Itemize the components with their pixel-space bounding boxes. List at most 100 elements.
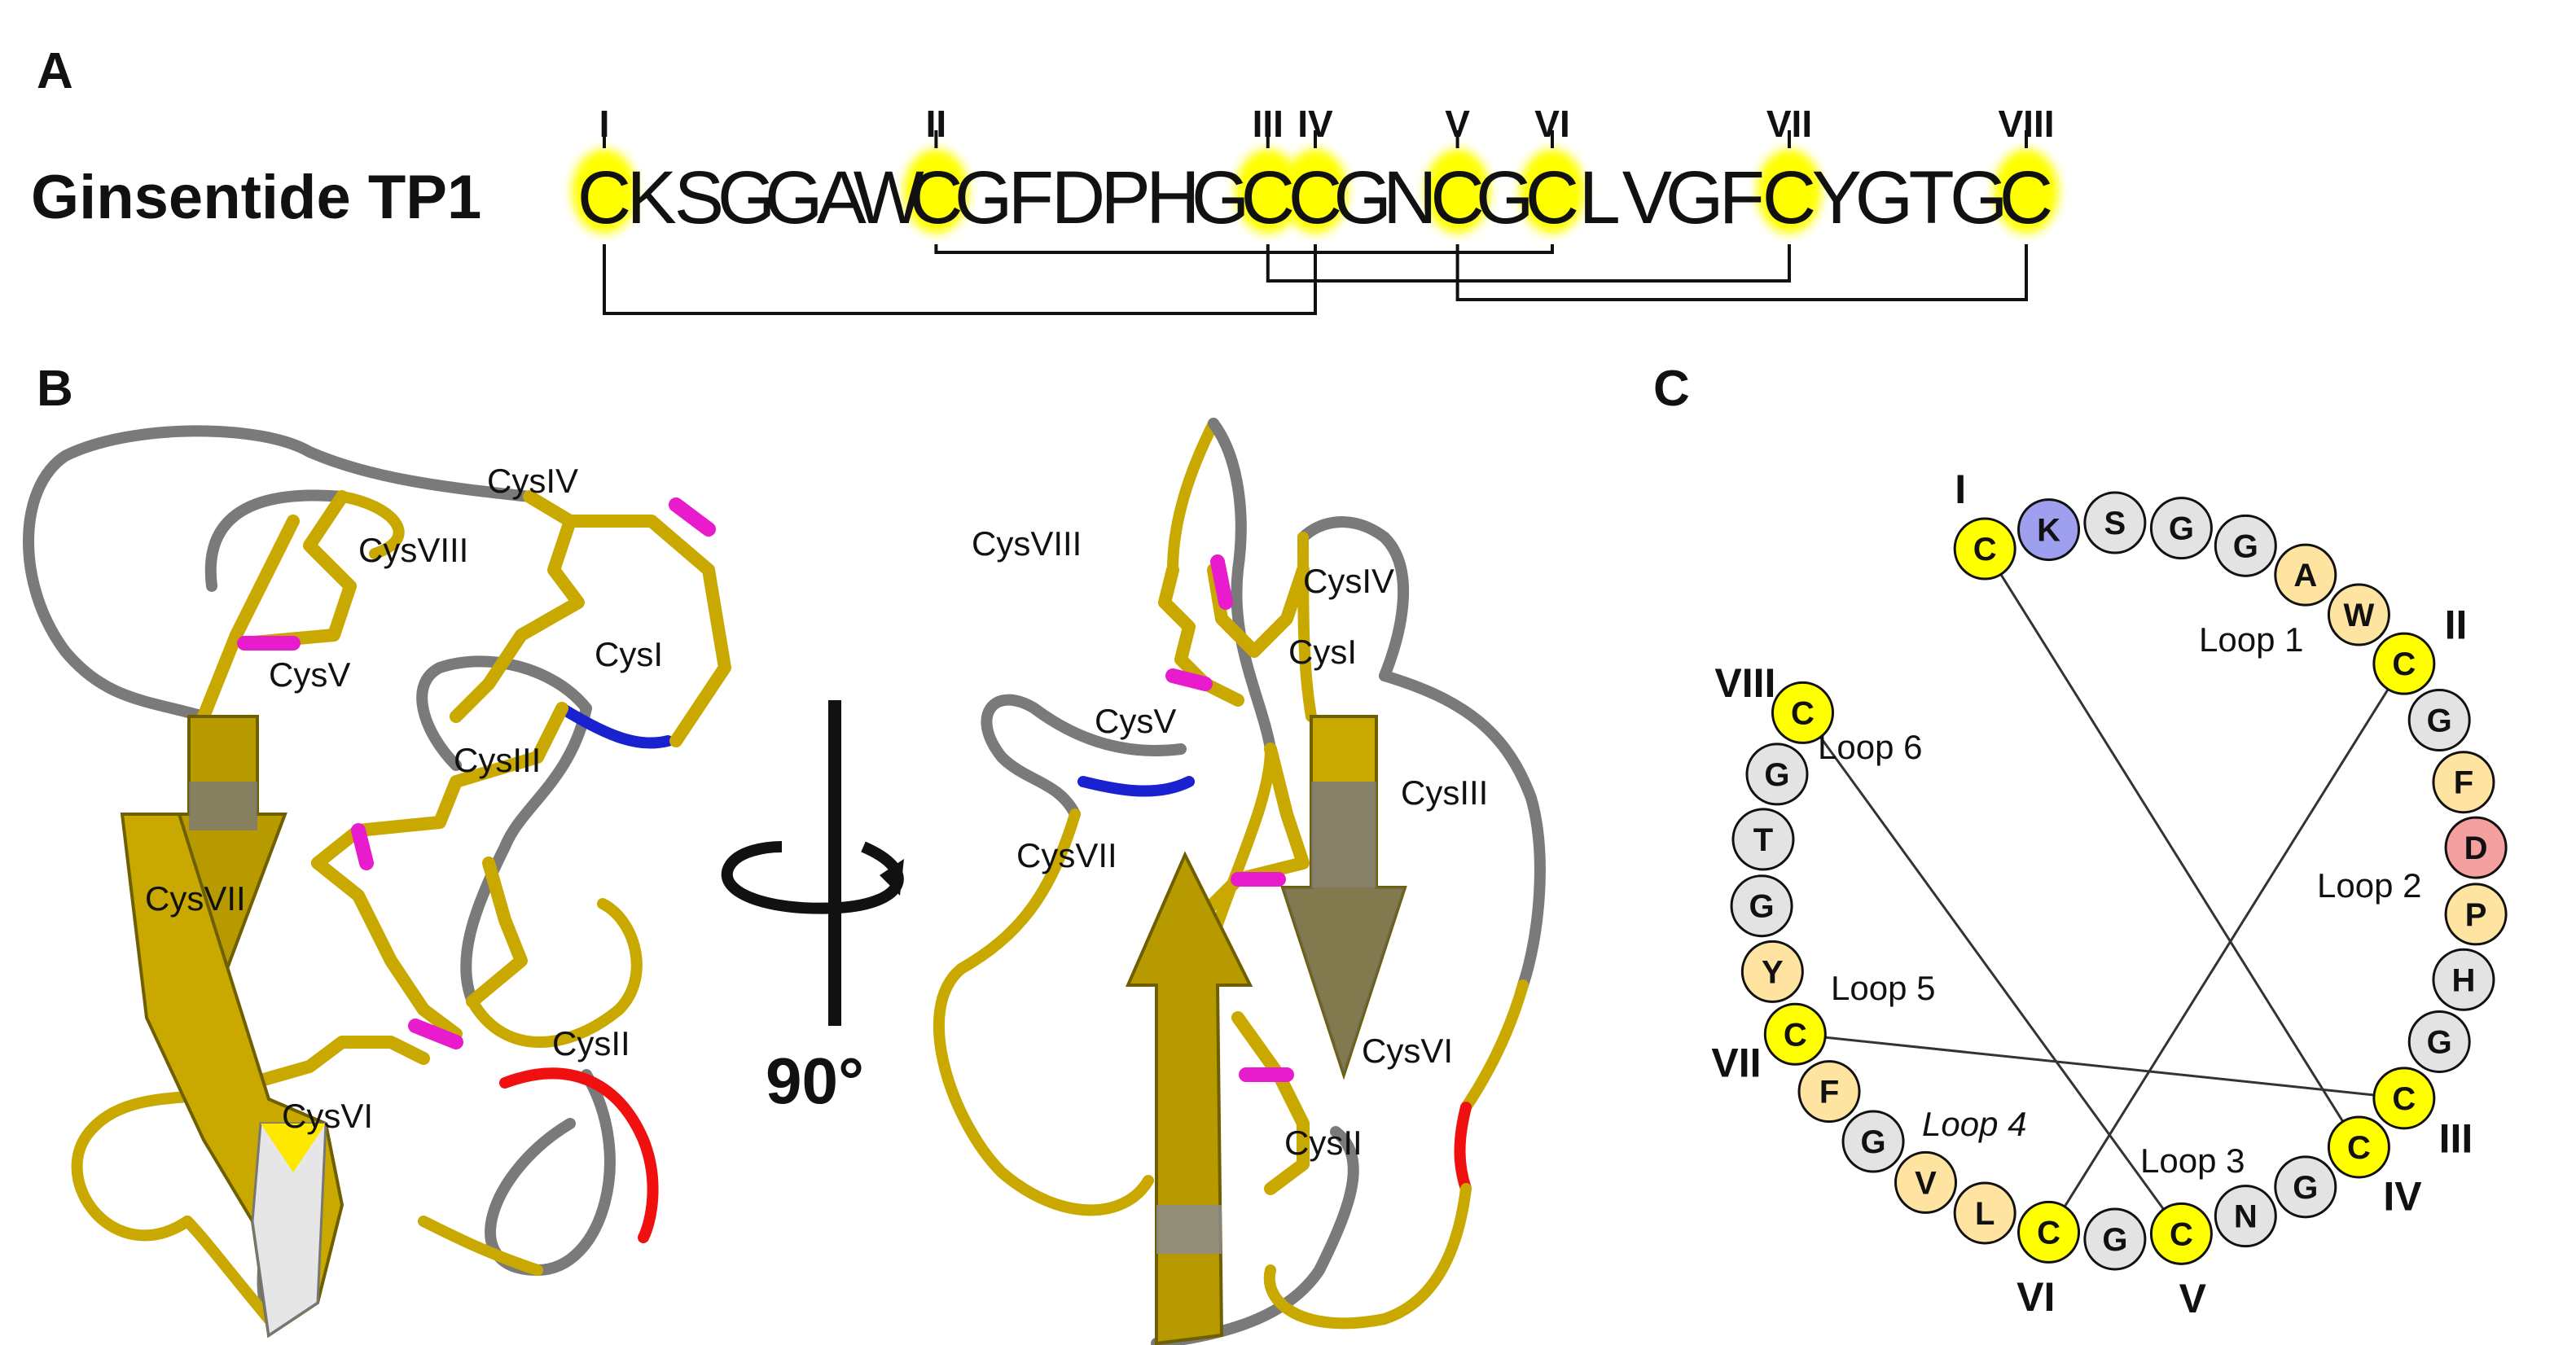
wheel-cys-numeral: VII [1711, 1040, 1761, 1085]
sequence-letter: H [1146, 156, 1200, 239]
right-label-cysiv: CysIV [1303, 562, 1394, 600]
sequence-letter: W [854, 156, 924, 239]
cys-numeral: IV [1297, 103, 1333, 145]
wheel-residue-letter: W [2344, 598, 2375, 633]
sequence-letter: C [909, 156, 963, 239]
sequence-letter: C [1999, 156, 2053, 239]
wheel-residue [1894, 1150, 1958, 1214]
wheel-residue-letter: P [2465, 897, 2487, 933]
wheel-disulfide-line [2047, 663, 2406, 1233]
cys-highlight [1283, 149, 1348, 234]
left-label-cysii: CysII [552, 1024, 630, 1062]
left-label-cysiv: CysIV [487, 462, 578, 500]
sequence-letter: G [1476, 156, 1534, 239]
wheel-residue [2149, 1202, 2213, 1265]
sequence-letter: C [1288, 156, 1342, 239]
wheel-residue [2214, 514, 2277, 577]
wheel-residue [2083, 1207, 2147, 1271]
cys-highlight [903, 149, 969, 234]
wheel-residue [1745, 743, 1809, 806]
left-label-cysi: CysI [595, 635, 663, 673]
rotation-label: 90° [766, 1045, 864, 1117]
cys-highlight [1757, 149, 1822, 234]
wheel-residue-letter: G [1860, 1124, 1885, 1160]
wheel-residue [2017, 1200, 2081, 1264]
panel-label-a: A [37, 43, 73, 99]
disulfide-bracket [603, 244, 1317, 315]
cys-numeral: VIII [1998, 103, 2054, 145]
wheel-residue-letter: G [1764, 757, 1789, 793]
loop-label: Loop 6 [1818, 728, 1922, 766]
disulfide-bracket [1455, 244, 2028, 301]
loop-label: Loop 5 [1831, 969, 1935, 1007]
cys-numeral: II [926, 103, 947, 145]
wheel-residue-letter: C [1791, 695, 1815, 731]
panel-label-b: B [37, 361, 73, 417]
wheel-residue [2214, 1185, 2277, 1248]
left-label-cysiii: CysIII [454, 741, 541, 779]
sequence-letter: G [1333, 156, 1392, 239]
wheel-residue-letter: A [2293, 558, 2317, 594]
right-beta-strands [1125, 715, 1407, 1345]
sequence-letter: C [577, 156, 631, 239]
wheel-residue-letter: C [2392, 1081, 2416, 1117]
wheel-residue [1730, 874, 1793, 938]
wheel-cys-numeral: V [2179, 1276, 2207, 1321]
wheel-residue-letter: C [2037, 1215, 2060, 1251]
wheel-residue-letter: C [1973, 532, 1997, 567]
wheel-residue-letter: N [2234, 1199, 2258, 1235]
wheel-residue [2407, 689, 2471, 752]
sequence-letter: N [1383, 156, 1437, 239]
wheel-residue-letter: C [1784, 1017, 1807, 1053]
left-label-cysvi: CysVI [282, 1097, 373, 1135]
wheel-residue [2274, 1155, 2337, 1219]
sequence-letter: C [1430, 156, 1484, 239]
cys-highlight [572, 149, 637, 234]
left-beta-strands [120, 715, 344, 1338]
wheel-residue-letter: L [1975, 1196, 1995, 1232]
wheel-residue [1771, 681, 1835, 744]
sequence-letter: S [674, 156, 724, 239]
wheel-cys-numeral: III [2439, 1115, 2473, 1161]
wheel-residue-letter: G [2233, 528, 2258, 564]
wheel-residue-letter: T [1753, 822, 1773, 858]
wheel-residue [1731, 808, 1795, 871]
wheel-residue [1953, 517, 2016, 580]
sequence-letter: A [816, 156, 867, 239]
sequence-letter: K [627, 156, 677, 239]
wheel-residue-letter: S [2104, 506, 2126, 541]
sequence-letter: D [1051, 156, 1105, 239]
wheel-residue-letter: G [2427, 1024, 2452, 1060]
wheel-residue-letter: H [2452, 962, 2476, 998]
sequence-letter: L [1579, 156, 1621, 239]
sequence-letter: G [1665, 156, 1724, 239]
wheel-residue [2372, 1067, 2436, 1130]
loop-label: Loop 2 [2317, 866, 2421, 905]
right-label-cysviii: CysVIII [972, 524, 1082, 563]
wheel-residue [1763, 1002, 1827, 1066]
right-label-cysvii: CysVII [1016, 836, 1117, 874]
wheel-residue [2444, 883, 2508, 946]
left-label-cysviii: CysVIII [358, 531, 468, 569]
wheel-residue-letter: C [2392, 646, 2416, 682]
loop-label: Loop 4 [1922, 1105, 2026, 1143]
wheel-cys-numeral: IV [2383, 1173, 2422, 1219]
cys-highlight [1520, 149, 1585, 234]
rotation-symbol: 90° [721, 700, 904, 1117]
sequence-letter: C [1525, 156, 1579, 239]
left-label-cysvii: CysVII [145, 879, 246, 918]
sequence-letter: T [1908, 156, 1954, 239]
wheel-residue [2327, 1115, 2390, 1179]
wheel-cys-numeral: I [1955, 467, 1966, 512]
wheel-cys-numeral: VIII [1714, 660, 1775, 706]
wheel-residue-letter: G [2293, 1170, 2318, 1206]
wheel-residue [2432, 948, 2495, 1011]
structure-right [933, 418, 1546, 1345]
wheel-cys-numeral: II [2445, 602, 2468, 648]
sequence-letter: V [1622, 156, 1672, 239]
panel-label-c: C [1653, 361, 1690, 417]
cys-numeral: III [1253, 103, 1284, 145]
sequence-letter: G [1191, 156, 1250, 239]
